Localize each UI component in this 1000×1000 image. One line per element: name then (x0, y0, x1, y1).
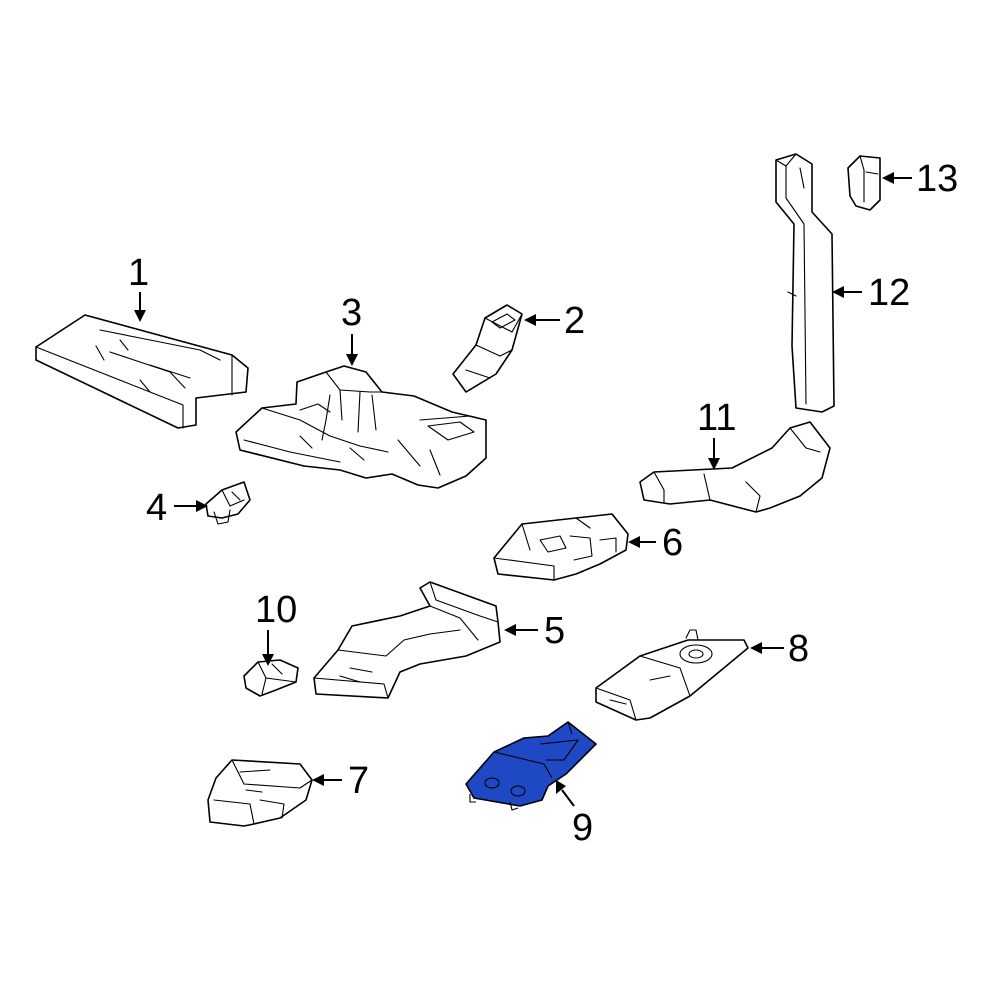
callout-7-label: 7 (348, 760, 369, 802)
part-7-outlet-duct[interactable] (207, 759, 313, 827)
callout-4-label: 4 (146, 487, 167, 529)
callout-2-label: 2 (564, 300, 585, 342)
callout-9-label: 9 (572, 807, 593, 849)
part-11-curved-duct[interactable] (639, 421, 831, 513)
part-3-hvac-housing[interactable] (235, 365, 487, 489)
callout-10-label: 10 (255, 589, 297, 631)
part-13-clip[interactable] (847, 155, 881, 211)
part-4-clip[interactable] (205, 481, 251, 525)
callout-1-label: 1 (128, 252, 149, 294)
callout-13-label: 13 (916, 158, 958, 200)
part-12-vertical-duct[interactable] (775, 153, 835, 413)
callout-5-label: 5 (544, 610, 565, 652)
part-6-duct-plate[interactable] (493, 513, 629, 581)
part-10-connector[interactable] (243, 659, 299, 697)
part-8-floor-duct[interactable] (595, 629, 749, 721)
part-1-floor-duct[interactable] (35, 314, 249, 429)
callout-12-label: 12 (868, 272, 910, 314)
part-5-rear-duct[interactable] (313, 581, 501, 699)
callout-arrows (134, 172, 912, 807)
callout-6-label: 6 (662, 522, 683, 564)
callout-3-label: 3 (341, 292, 362, 334)
part-2-connector[interactable] (452, 304, 523, 393)
callout-11-label: 11 (697, 397, 736, 439)
callout-8-label: 8 (788, 628, 809, 670)
part-9-duct-bracket[interactable] (465, 721, 597, 811)
